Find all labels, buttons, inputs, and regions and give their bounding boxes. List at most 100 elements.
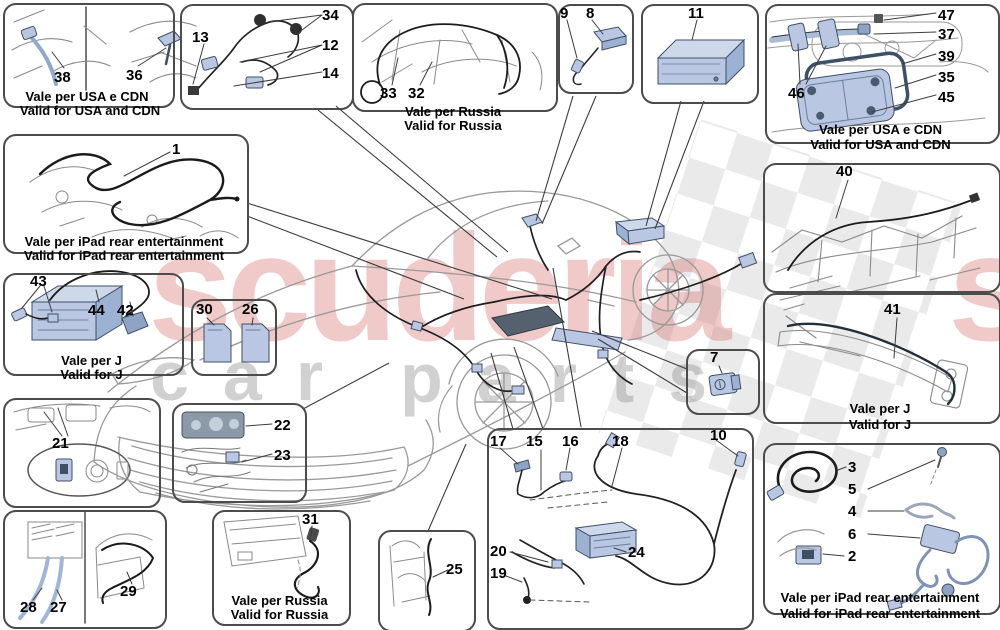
panel-usb-connector <box>686 349 760 415</box>
panel-art-rear-cables <box>18 511 155 624</box>
watermark-checkered-flag <box>598 119 963 519</box>
panel-art-ipad-kit <box>766 447 990 611</box>
caption-j-changer-it: Vale per J <box>61 353 122 368</box>
callout-29[interactable]: 29 <box>120 583 137 600</box>
panel-climate-unit <box>172 403 307 503</box>
callout-7[interactable]: 7 <box>710 349 719 366</box>
callout-38[interactable]: 38 <box>54 69 71 86</box>
callout-4[interactable]: 4 <box>848 503 857 520</box>
callout-6[interactable]: 6 <box>848 526 857 543</box>
caption-usa-front-en: Valid for USA and CDN <box>19 103 161 118</box>
caption-j-bumper-en: Valid for J <box>848 417 912 432</box>
callout-1[interactable]: 1 <box>172 141 181 158</box>
callout-37[interactable]: 37 <box>938 26 955 43</box>
callout-22[interactable]: 22 <box>274 417 291 434</box>
caption-usa-front-it: Vale per USA e CDN <box>25 89 149 104</box>
panel-art-head-unit <box>656 19 746 86</box>
panel-art-dash-frame <box>771 179 981 301</box>
callout-15[interactable]: 15 <box>526 433 543 450</box>
callout-28[interactable]: 28 <box>20 599 37 616</box>
caption-russia-ecu-it: Vale per Russia <box>231 593 328 608</box>
callout-10[interactable]: 10 <box>710 427 727 444</box>
callout-9[interactable]: 9 <box>560 5 569 22</box>
callout-33[interactable]: 33 <box>380 85 397 102</box>
panel-art-subwoofer <box>767 12 989 133</box>
caption-usa-sub-en: Valid for USA and CDN <box>810 137 951 152</box>
callout-8[interactable]: 8 <box>586 5 595 22</box>
panel-art-mic-harness <box>188 14 323 95</box>
caption-usa-sub-it: Vale per USA e CDN <box>818 122 943 137</box>
callout-41[interactable]: 41 <box>884 301 901 318</box>
leader-lines <box>246 95 705 532</box>
panel-rear-kit <box>487 428 754 630</box>
callout-23[interactable]: 23 <box>274 447 291 464</box>
panel-console-usb <box>3 398 161 508</box>
panel-ipad-harness <box>3 134 249 254</box>
panel-art-gps-antenna <box>566 19 627 86</box>
panel-rear-cables <box>3 510 167 629</box>
callout-2[interactable]: 2 <box>848 548 857 565</box>
panel-seat-cable <box>378 530 476 630</box>
callout-26[interactable]: 26 <box>242 301 259 318</box>
callout-47[interactable]: 47 <box>938 7 955 24</box>
panel-head-unit <box>641 4 759 104</box>
panel-gps-antenna <box>558 4 634 94</box>
car-illustration <box>93 190 704 510</box>
panel-sd-cards <box>191 299 277 376</box>
panel-art-climate-unit <box>181 411 273 493</box>
caption-ipad-kit-it: Vale per iPad rear entertainment <box>780 590 980 605</box>
callout-42[interactable]: 42 <box>117 302 134 319</box>
panel-russia-ecu <box>212 510 351 626</box>
caption-ipad-kit-en: Valid for iPad rear entertainment <box>779 606 981 621</box>
callout-21[interactable]: 21 <box>52 435 69 452</box>
callout-34[interactable]: 34 <box>322 7 339 24</box>
callout-39[interactable]: 39 <box>938 48 955 65</box>
callout-12[interactable]: 12 <box>322 37 339 54</box>
callout-14[interactable]: 14 <box>322 65 339 82</box>
panel-usa-cdn-front <box>3 3 175 108</box>
panel-art-cd-changer <box>11 270 150 341</box>
callout-36[interactable]: 36 <box>126 67 143 84</box>
panel-art-usb-connector <box>708 365 742 396</box>
callout-3[interactable]: 3 <box>848 459 857 476</box>
callout-20[interactable]: 20 <box>490 543 507 560</box>
car-wiring-harness <box>355 225 745 392</box>
callout-43[interactable]: 43 <box>30 273 47 290</box>
callout-25[interactable]: 25 <box>446 561 463 578</box>
panel-art-console-usb <box>13 403 151 497</box>
callout-17[interactable]: 17 <box>490 433 507 450</box>
callout-18[interactable]: 18 <box>612 433 629 450</box>
panel-russia-dash <box>352 3 558 112</box>
callout-31[interactable]: 31 <box>302 511 319 528</box>
callout-30[interactable]: 30 <box>196 301 213 318</box>
panel-art-russia-ecu <box>223 515 320 599</box>
callout-44[interactable]: 44 <box>88 302 105 319</box>
callout-32[interactable]: 32 <box>408 85 425 102</box>
panel-art-ipad-harness <box>29 151 240 243</box>
callout-13[interactable]: 13 <box>192 29 209 46</box>
caption-ipad-harness-en: Valid for iPad rear entertainment <box>23 248 225 263</box>
panel-art-sd-cards <box>203 317 270 363</box>
callout-24[interactable]: 24 <box>628 544 645 561</box>
panel-usa-cdn-subwoofer <box>765 4 1000 144</box>
svg-text:car: car <box>150 337 357 415</box>
callout-5[interactable]: 5 <box>848 481 857 498</box>
callout-35[interactable]: 35 <box>938 69 955 86</box>
callout-45[interactable]: 45 <box>938 89 955 106</box>
callout-40[interactable]: 40 <box>836 163 853 180</box>
panel-art-bumper-antenna <box>777 303 969 409</box>
callout-19[interactable]: 19 <box>490 565 507 582</box>
callout-46[interactable]: 46 <box>788 85 805 102</box>
panel-dash-frame <box>763 163 1000 293</box>
panel-art-seat-cable <box>389 538 449 616</box>
caption-j-bumper-it: Vale per J <box>849 401 911 416</box>
panel-j-cd-changer <box>3 273 184 376</box>
caption-russia-dash-it: Vale per Russia <box>404 104 502 119</box>
callout-16[interactable]: 16 <box>562 433 579 450</box>
callout-27[interactable]: 27 <box>50 599 67 616</box>
callout-11[interactable]: 11 <box>688 5 704 22</box>
caption-russia-ecu-en: Valid for Russia <box>230 607 329 622</box>
caption-ipad-harness-it: Vale per iPad rear entertainment <box>24 234 224 249</box>
